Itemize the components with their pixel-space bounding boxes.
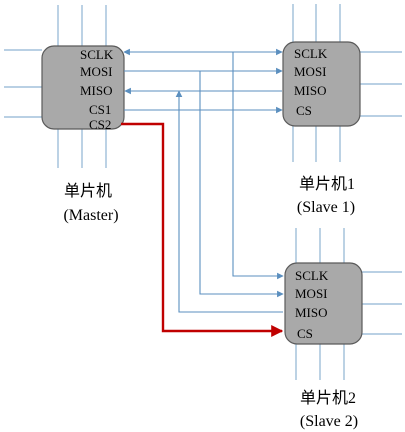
sclk-line-slave2: [232, 52, 284, 280]
master-chip: SCLK MOSI MISO CS1 CS2: [4, 5, 125, 168]
master-pin-cs2: CS2: [89, 117, 111, 132]
slave1-caption-role: (Slave 1): [297, 199, 355, 216]
cs2-line-slave2: [121, 122, 284, 337]
slave2-chip-body: [284, 262, 363, 345]
slave2-caption-role: (Slave 2): [300, 413, 358, 430]
slave2-pin-miso: MISO: [295, 305, 328, 320]
slave1-pin-miso: MISO: [294, 83, 327, 98]
master-caption-role: (Master): [63, 207, 118, 224]
slave1-pin-mosi: MOSI: [294, 64, 327, 79]
slave1-chip: SCLK MOSI MISO CS: [282, 4, 402, 162]
master-caption: 单片机: [64, 182, 112, 200]
slave2-pin-mosi: MOSI: [295, 286, 328, 301]
mosi-line-slave2: [199, 71, 284, 298]
slave1-caption: 单片机1: [299, 175, 355, 193]
slave1-leads: [292, 4, 402, 162]
master-chip-body: [41, 45, 125, 130]
master-pin-miso: MISO: [80, 83, 113, 98]
master-leads: [4, 5, 107, 168]
master-slave2-bus: [175, 52, 284, 313]
master-slave1-bus: [123, 48, 283, 114]
master-pin-mosi: MOSI: [80, 64, 113, 79]
master-pin-sclk: SCLK: [80, 47, 114, 62]
slave2-pin-cs: CS: [297, 326, 313, 341]
slave1-chip-body: [282, 41, 361, 127]
slave2-leads: [295, 228, 402, 380]
slave2-pin-sclk: SCLK: [295, 268, 329, 283]
slave1-pin-cs: CS: [296, 103, 312, 118]
master-pin-cs1: CS1: [89, 102, 111, 117]
miso-line-slave2: [175, 90, 283, 313]
slave2-chip: SCLK MOSI MISO CS: [284, 228, 402, 380]
slave1-pin-sclk: SCLK: [294, 46, 328, 61]
slave2-caption: 单片机2: [300, 389, 356, 407]
